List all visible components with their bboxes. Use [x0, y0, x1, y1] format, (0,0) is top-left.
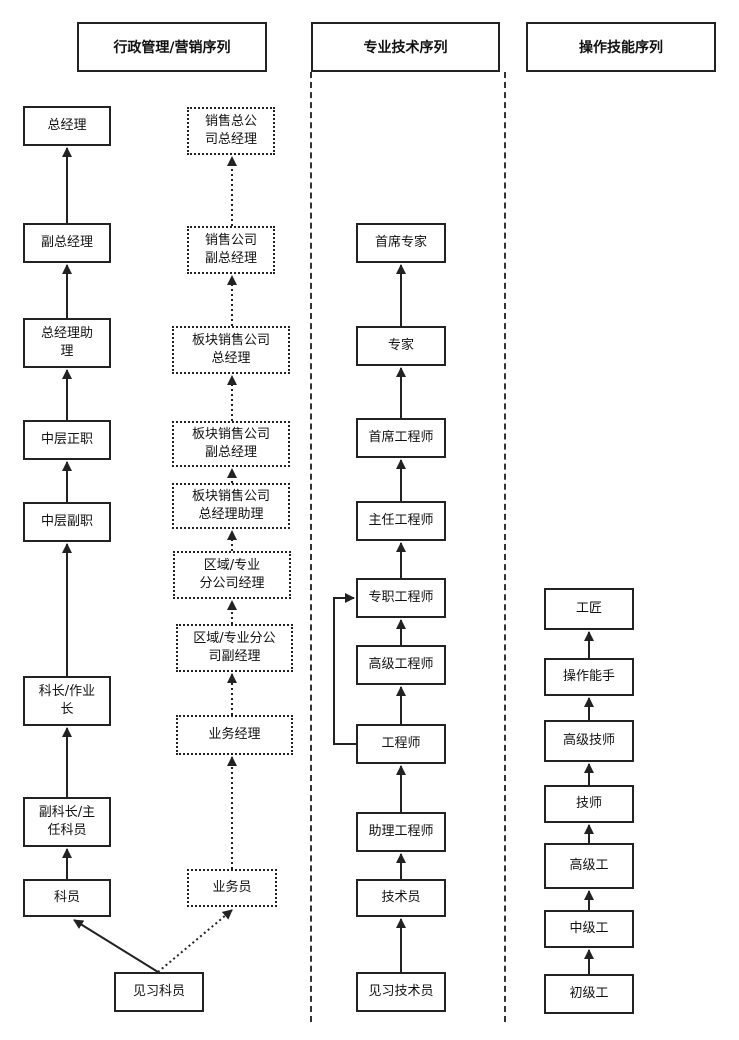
node-technician: 技术员 — [356, 879, 446, 917]
node-senior-technician: 高级技师 — [544, 720, 634, 762]
node-senior-engineer: 高级工程师 — [356, 645, 446, 685]
arrow-engineer-to-dedicated — [333, 593, 356, 745]
node-chief-expert: 首席专家 — [356, 223, 446, 263]
header-admin-sales: 行政管理/营销序列 — [77, 22, 267, 72]
node-dedicated-engineer: 专职工程师 — [356, 578, 446, 618]
header-tech: 专业技术序列 — [311, 22, 500, 72]
node-principal-engineer: 主任工程师 — [356, 501, 446, 541]
node-senior-worker: 高级工 — [544, 843, 634, 889]
node-sales-company-deputy: 销售公司 副总经理 — [187, 226, 275, 274]
node-skilled-technician: 技师 — [544, 785, 634, 823]
node-assistant-general-manager: 总经理助 理 — [23, 318, 111, 368]
node-business-staff: 业务员 — [187, 869, 277, 907]
node-section-member: 科员 — [23, 879, 111, 917]
node-sales-company-gm: 销售总公 司总经理 — [187, 107, 275, 155]
node-business-manager: 业务经理 — [176, 715, 293, 755]
node-middle-deputy: 中层副职 — [23, 502, 111, 542]
column-separator-1 — [310, 72, 312, 1022]
node-chief-engineer: 首席工程师 — [356, 418, 446, 458]
node-regional-manager: 区域/专业 分公司经理 — [173, 551, 291, 599]
column-separator-2 — [504, 72, 506, 1022]
node-sector-sales-gm: 板块销售公司 总经理 — [172, 326, 290, 374]
header-skill-label: 操作技能序列 — [579, 40, 663, 56]
header-admin-sales-label: 行政管理/营销序列 — [113, 40, 231, 56]
node-section-chief: 科长/作业 长 — [23, 676, 111, 726]
node-engineer: 工程师 — [356, 724, 446, 764]
node-deputy-general-manager: 副总经理 — [23, 223, 111, 263]
node-sector-sales-deputy: 板块销售公司 副总经理 — [172, 421, 290, 467]
node-deputy-section-chief: 副科长/主 任科员 — [23, 797, 111, 847]
node-middle-manager: 中层正职 — [23, 420, 111, 460]
node-craftsman: 工匠 — [544, 588, 634, 630]
header-tech-label: 专业技术序列 — [363, 40, 448, 56]
arrow-trainee-to-member — [73, 919, 159, 973]
node-expert: 专家 — [356, 326, 446, 366]
node-intermediate-worker: 中级工 — [544, 910, 634, 948]
node-operation-expert: 操作能手 — [544, 658, 634, 696]
node-trainee: 见习科员 — [114, 972, 204, 1012]
node-general-manager: 总经理 — [23, 106, 111, 146]
node-trainee-technician: 见习技术员 — [356, 972, 446, 1012]
node-assistant-engineer: 助理工程师 — [356, 812, 446, 852]
header-skill: 操作技能序列 — [526, 22, 716, 72]
node-regional-deputy: 区域/专业分公 司副经理 — [176, 624, 293, 672]
node-sector-sales-assistant: 板块销售公司 总经理助理 — [172, 483, 290, 529]
node-junior-worker: 初级工 — [544, 974, 634, 1014]
arrow-trainee-to-business — [157, 909, 233, 973]
